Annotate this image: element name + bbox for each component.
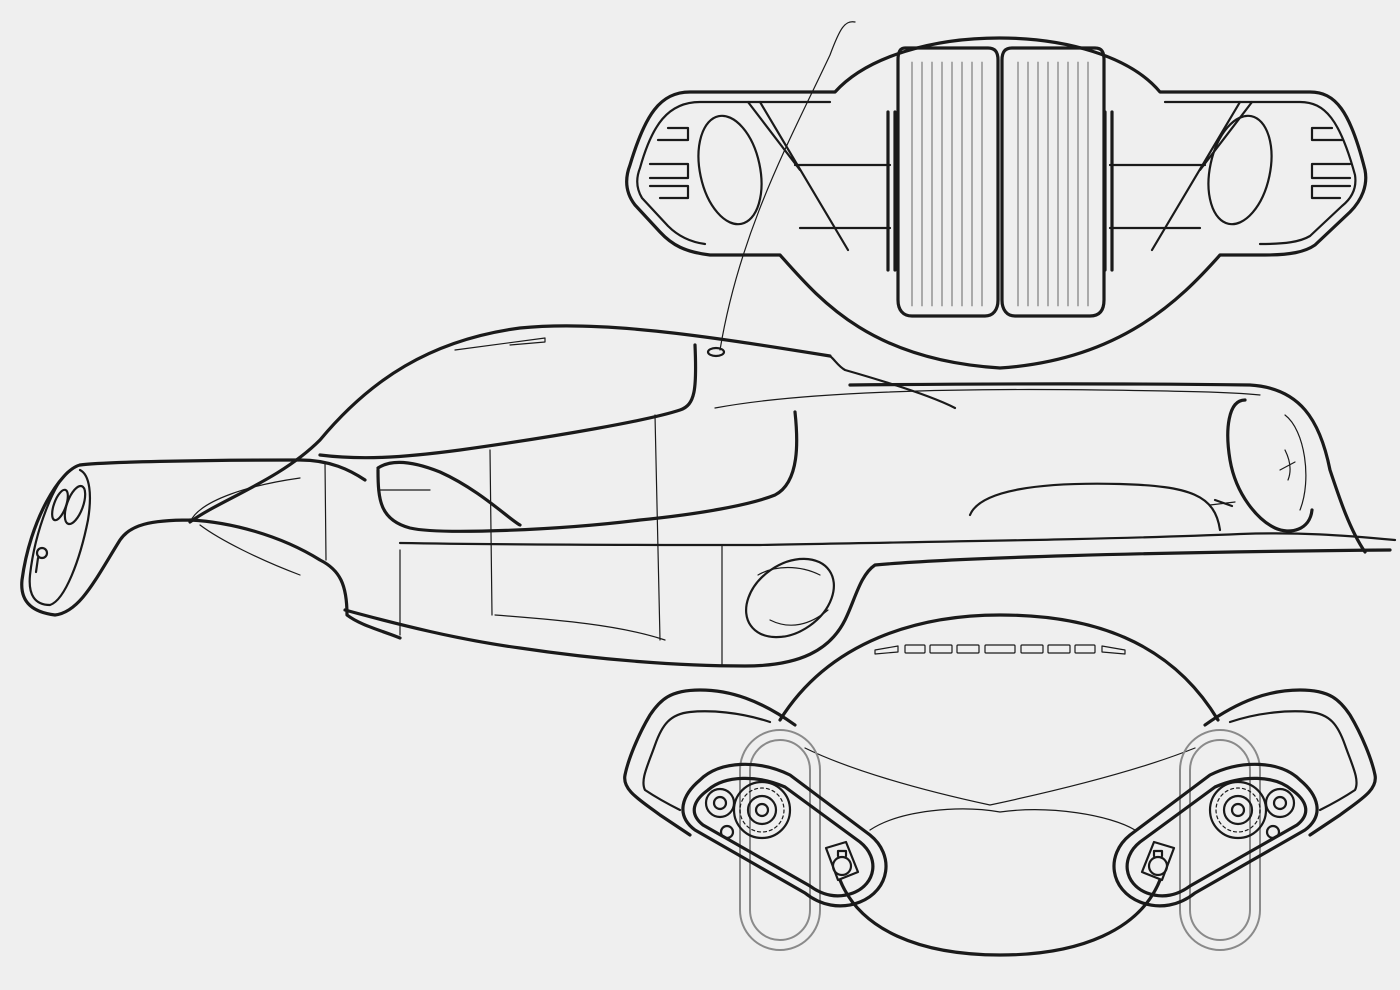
front-view-grille — [874, 644, 1126, 655]
tow-hook-icon — [34, 546, 49, 574]
top-view-right-mount — [1103, 110, 1114, 272]
tow-hook-icon — [824, 840, 860, 882]
antenna-line — [719, 21, 856, 351]
front-view-dome — [778, 613, 1220, 722]
top-view-right-strut — [1108, 100, 1254, 252]
front-view-right-wing — [1203, 688, 1377, 837]
side-view-front-wheel-hub — [757, 566, 829, 626]
headlight-icon — [1279, 414, 1307, 511]
side-view-belt-line — [398, 532, 1397, 547]
front-view-belly-inner — [869, 808, 1136, 831]
side-view-upper-canopy-line — [454, 337, 546, 351]
side-view-rear-fin — [828, 354, 957, 410]
wheel-icon — [732, 780, 792, 840]
front-view-left-wing-inner — [642, 710, 772, 812]
top-view-right-intake — [1207, 114, 1273, 226]
top-view-right-vents — [1310, 126, 1352, 200]
top-view-left-mount — [886, 110, 897, 272]
side-view-nose — [20, 458, 402, 640]
side-view-engine-deck — [848, 382, 1367, 554]
front-view-belly — [838, 878, 1162, 957]
antenna-base — [706, 346, 726, 358]
wheel-icon — [896, 46, 1106, 318]
front-view-left-ghost-track — [739, 729, 821, 951]
top-view-left-vents — [648, 126, 690, 200]
front-view-right-ghost-track — [1179, 729, 1261, 951]
front-view — [623, 613, 1377, 957]
side-view-roof — [188, 324, 832, 524]
side-view-sidepod — [376, 410, 799, 533]
top-view-inner-outline — [636, 100, 1357, 246]
side-view-deck-line — [714, 388, 1261, 409]
top-view — [625, 21, 1368, 370]
front-view-right-ghost-track-inner — [1189, 739, 1251, 941]
top-view-left-intake — [697, 114, 763, 226]
side-view-exhaust — [1209, 501, 1236, 506]
tow-hook-icon — [1140, 840, 1176, 882]
front-view-right-wing-inner — [1228, 710, 1358, 812]
front-view-right-track-pod — [1112, 762, 1319, 908]
side-view-front-splitter — [189, 477, 301, 576]
side-view-panel-lines — [324, 414, 723, 666]
side-view — [20, 324, 1397, 668]
front-view-left-wing — [623, 688, 797, 837]
side-view-nose-light-2 — [51, 488, 69, 522]
side-view-sidepod-inner — [376, 460, 522, 527]
side-view-front-wheel — [745, 557, 835, 639]
front-view-left-track-pod — [681, 762, 888, 908]
front-view-left-ghost-track-inner — [749, 739, 811, 941]
wheel-icon — [1208, 780, 1268, 840]
side-view-nose-inner — [28, 468, 91, 607]
side-view-rear-arch — [968, 482, 1234, 532]
front-view-dome-inner — [804, 747, 1196, 806]
top-view-body-outline — [625, 36, 1368, 370]
side-view-lower-sill — [343, 548, 1392, 668]
side-view-canopy — [318, 343, 698, 460]
top-view-left-strut — [746, 100, 892, 252]
side-view-rear-light — [1226, 398, 1314, 533]
